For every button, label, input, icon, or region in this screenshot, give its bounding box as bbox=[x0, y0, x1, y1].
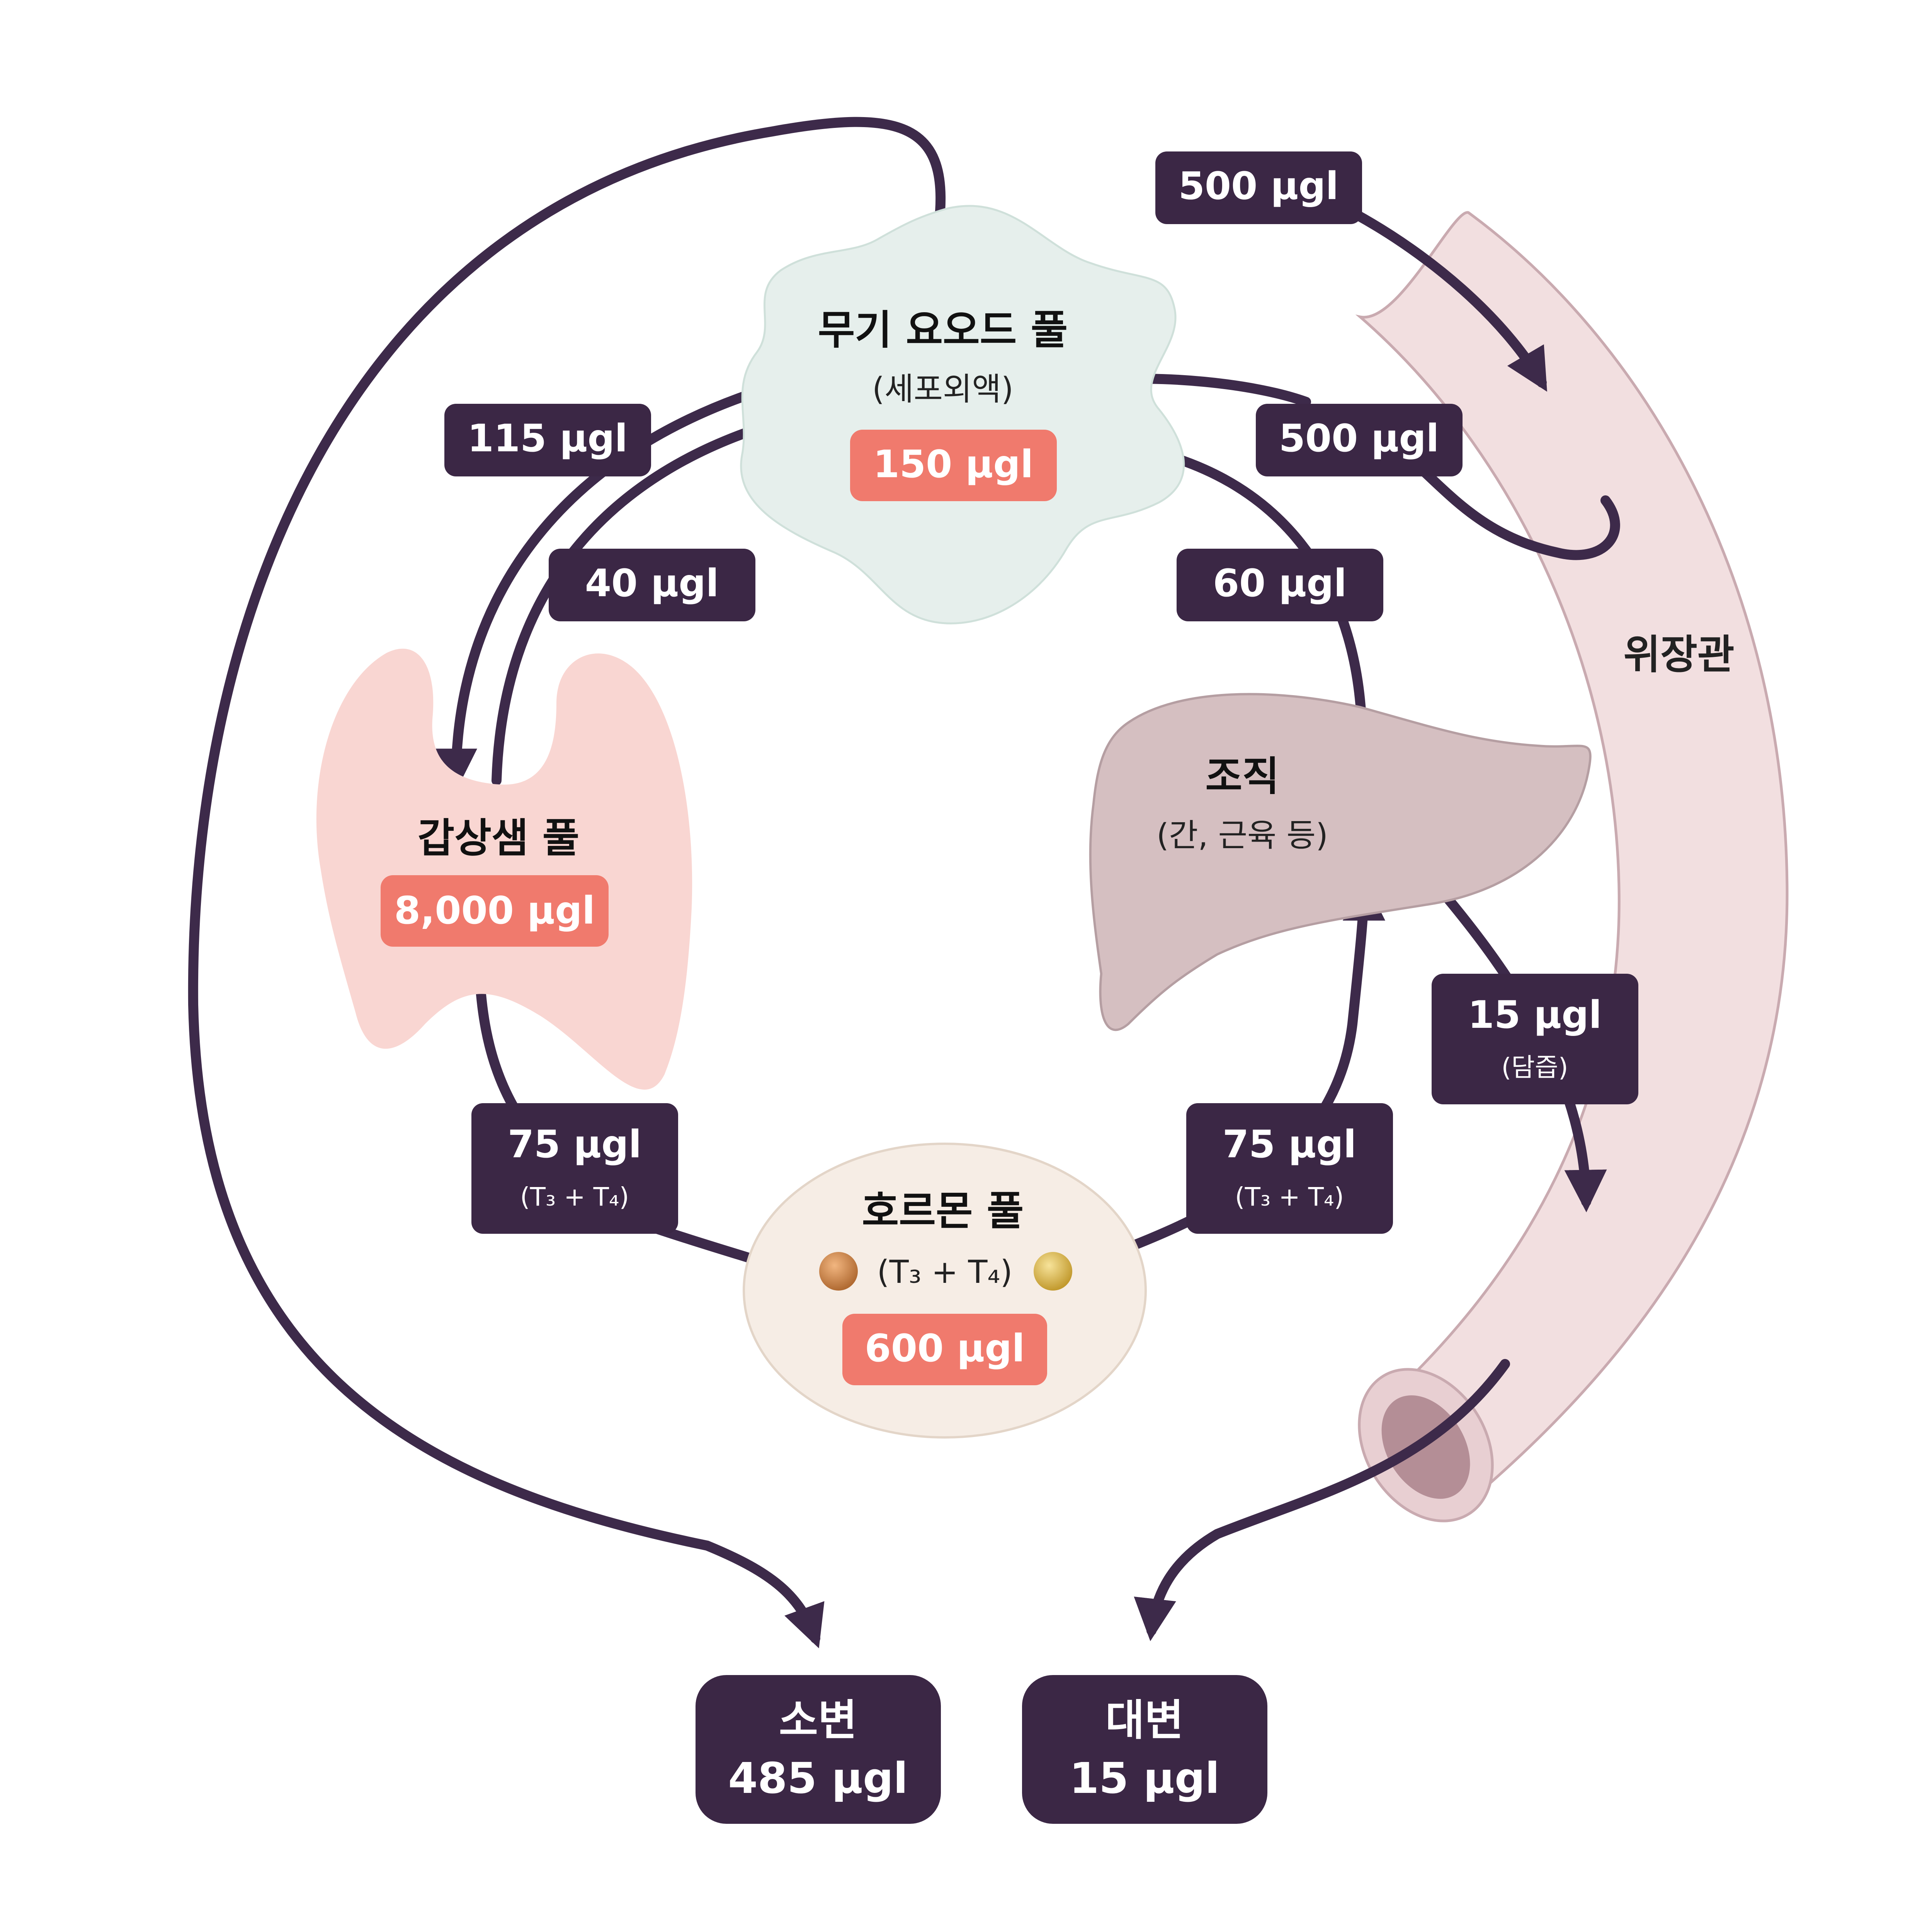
t4-hormone-orb bbox=[1034, 1252, 1072, 1291]
feces-output-box: 대변 15 μgl bbox=[1022, 1675, 1267, 1824]
thyroid-gland-shape bbox=[316, 648, 692, 1090]
hormone-pool-subtitle: (T₃ + T₄) bbox=[877, 1254, 1013, 1291]
flow-from-tissue-box: 60 μgl bbox=[1177, 549, 1383, 621]
liver-shape bbox=[1089, 693, 1592, 1031]
inorganic-pool-title: 무기 요오드 풀 bbox=[818, 306, 1068, 354]
flow-hormone-to-tissue-box: 75 μgl (T₃ + T₄) bbox=[1186, 1103, 1393, 1234]
flow-thyroid-to-hormone-box: 75 μgl (T₃ + T₄) bbox=[471, 1103, 678, 1234]
flow-hormone-to-tissue-note: (T₃ + T₄) bbox=[1235, 1182, 1344, 1212]
flow-absorption-box: 500 μgl bbox=[1256, 404, 1463, 476]
inorganic-pool-amount: 150 μgl bbox=[873, 442, 1034, 486]
urine-output-title: 소변 bbox=[779, 1696, 857, 1745]
flow-thyroid-to-hormone-note: (T₃ + T₄) bbox=[520, 1182, 629, 1212]
gi-tract-body bbox=[1355, 211, 1789, 1507]
arrow-to-thyroid bbox=[435, 376, 799, 791]
thyroid-pool-amount-pill bbox=[381, 875, 609, 947]
arrow-to-urine bbox=[188, 117, 946, 1648]
flow-from-thyroid-box: 40 μgl bbox=[549, 549, 755, 621]
flow-thyroid-to-hormone-label: 75 μgl bbox=[508, 1122, 641, 1167]
flow-bile-label: 15 μgl bbox=[1468, 993, 1602, 1037]
feces-output-title: 대변 bbox=[1105, 1696, 1184, 1745]
hormone-pool: 호르몬 풀 (T₃ + T₄) 600 μgl bbox=[743, 1143, 1147, 1439]
t3-hormone-orb bbox=[819, 1252, 858, 1291]
flow-intake-box: 500 μgl bbox=[1155, 151, 1362, 224]
hormone-pool-amount-pill bbox=[842, 1314, 1047, 1385]
tissue-pool: 조직 (간, 근육 등) bbox=[1089, 693, 1592, 1031]
flow-from-tissue-label: 60 μgl bbox=[1213, 561, 1347, 605]
flow-bile-box: 15 μgl (담즙) bbox=[1432, 974, 1638, 1104]
urine-output-value: 485 μgl bbox=[728, 1753, 908, 1803]
flow-to-thyroid-box: 115 μgl bbox=[444, 404, 651, 476]
inorganic-iodine-pool: 무기 요오드 풀 (세포외액) 150 μgl bbox=[740, 205, 1185, 624]
gi-tract-label: 위장관 bbox=[1623, 631, 1734, 678]
flow-from-thyroid-label: 40 μgl bbox=[585, 561, 719, 605]
flow-hormone-to-tissue-label: 75 μgl bbox=[1223, 1122, 1356, 1167]
hormone-pool-amount: 600 μgl bbox=[865, 1327, 1025, 1371]
flow-intake-label: 500 μgl bbox=[1179, 164, 1339, 208]
arrow-to-feces bbox=[1134, 1359, 1510, 1641]
feces-output-value: 15 μgl bbox=[1070, 1753, 1220, 1803]
thyroid-pool-title: 갑상샘 풀 bbox=[418, 815, 580, 862]
inorganic-pool-amount-pill bbox=[850, 430, 1057, 501]
flow-absorption-label: 500 μgl bbox=[1279, 417, 1439, 461]
urine-output-box: 소변 485 μgl bbox=[696, 1675, 941, 1824]
inorganic-pool-subtitle: (세포외액) bbox=[872, 371, 1014, 408]
tissue-pool-subtitle: (간, 근육 등) bbox=[1156, 817, 1328, 854]
flow-to-thyroid-label: 115 μgl bbox=[468, 417, 628, 461]
thyroid-pool: 갑상샘 풀 8,000 μgl bbox=[316, 648, 692, 1090]
tissue-pool-title: 조직 bbox=[1205, 753, 1279, 800]
hormone-pool-title: 호르몬 풀 bbox=[862, 1187, 1024, 1235]
arrow-intake bbox=[1351, 209, 1547, 392]
thyroid-pool-amount: 8,000 μgl bbox=[394, 889, 595, 933]
inorganic-pool-blob bbox=[740, 205, 1185, 624]
flow-bile-note: (담즙) bbox=[1502, 1053, 1568, 1082]
